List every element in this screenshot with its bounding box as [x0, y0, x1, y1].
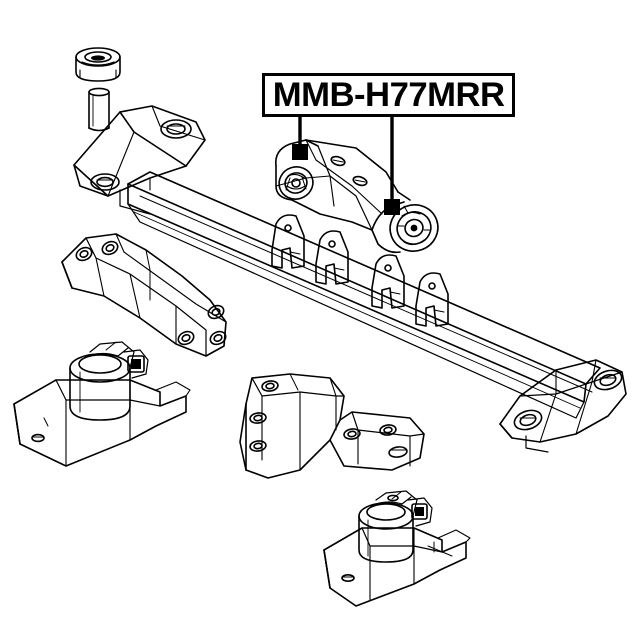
crossmember-tabs — [271, 214, 449, 327]
part-number-callout-box: MMB-H77MRR — [262, 73, 515, 117]
highlighted-mount-bracket — [274, 139, 439, 254]
right-mount-assembly — [323, 490, 471, 607]
upper-left-bracket — [73, 105, 206, 215]
leader-marker-right — [384, 199, 400, 215]
left-support-arm — [61, 233, 227, 357]
bushing-cap — [75, 47, 121, 82]
left-mount-assembly — [13, 341, 191, 467]
sleeve-spacer — [88, 87, 110, 132]
callout-leaders — [292, 115, 400, 215]
center-support-bracket — [239, 373, 425, 479]
crossmember-end-fork — [499, 359, 627, 453]
leader-marker-left — [292, 144, 308, 160]
part-number-text: MMB-H77MRR — [272, 76, 505, 114]
